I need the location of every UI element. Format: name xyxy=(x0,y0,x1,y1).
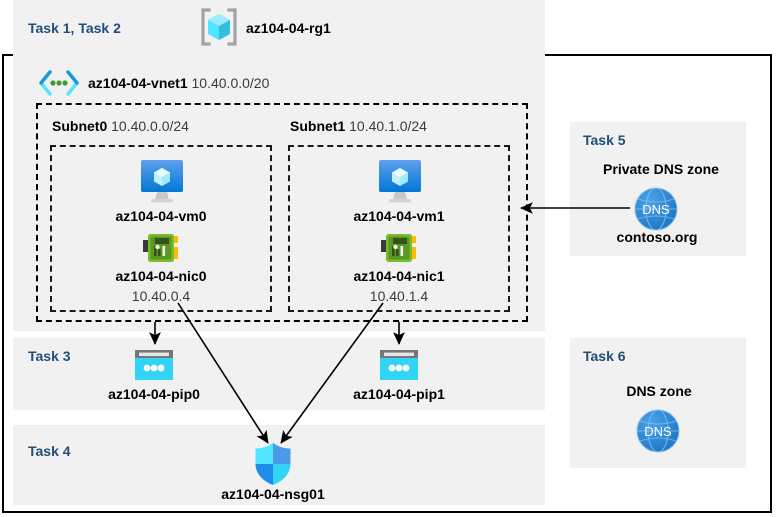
task-label-5: Task 5 xyxy=(583,132,626,148)
task-label-1-2: Task 1, Task 2 xyxy=(28,20,121,36)
dns-icon-text: DNS xyxy=(642,202,670,217)
subnet0-cidr: 10.40.0.0/24 xyxy=(111,118,189,134)
task-label-3: Task 3 xyxy=(28,348,71,364)
subnet1-box xyxy=(288,145,510,312)
nic0-name: az104-04-nic0 xyxy=(115,268,207,284)
dns-globe-icon: DNS xyxy=(632,185,680,233)
resource-group-header-band xyxy=(13,0,545,54)
virtual-machine-icon xyxy=(136,158,188,204)
pip1-name: az104-04-pip1 xyxy=(353,386,445,402)
public-ip-address-icon xyxy=(378,348,420,382)
task-label-4: Task 4 xyxy=(28,443,71,459)
vnet-cidr: 10.40.0.0/20 xyxy=(191,75,270,91)
public-ip-address-icon xyxy=(133,348,175,382)
nic0-ip: 10.40.0.4 xyxy=(131,288,191,304)
pip0-name: az104-04-pip0 xyxy=(108,386,200,402)
subnet0-header: Subnet0 10.40.0.0/24 xyxy=(52,118,189,134)
vm1-name: az104-04-vm1 xyxy=(353,208,445,224)
subnet0-box xyxy=(50,145,272,312)
task5-heading: Private DNS zone xyxy=(603,161,719,177)
vnet-name: az104-04-vnet1 xyxy=(88,75,188,91)
dns-globe-icon: DNS xyxy=(634,407,682,455)
task6-heading: DNS zone xyxy=(626,383,692,399)
subnet1-name: Subnet1 xyxy=(290,118,346,134)
resource-group-name: az104-04-rg1 xyxy=(246,20,331,36)
task3-panel xyxy=(13,338,545,410)
task5-zone-name: contoso.org xyxy=(616,229,698,245)
task-label-6: Task 6 xyxy=(583,348,626,364)
network-interface-icon xyxy=(143,232,181,264)
resource-group-body-panel xyxy=(13,54,545,331)
vm0-name: az104-04-vm0 xyxy=(115,208,207,224)
dns-icon-text: DNS xyxy=(644,424,672,439)
vnet-header: az104-04-vnet1 10.40.0.0/20 xyxy=(88,75,269,91)
subnet0-name: Subnet0 xyxy=(52,118,108,134)
resource-group-icon xyxy=(199,8,239,46)
nsg-name: az104-04-nsg01 xyxy=(221,486,325,502)
nic1-name: az104-04-nic1 xyxy=(353,268,445,284)
subnet1-header: Subnet1 10.40.1.0/24 xyxy=(290,118,427,134)
network-security-group-shield-icon xyxy=(253,442,293,486)
network-interface-icon xyxy=(381,232,419,264)
virtual-network-icon xyxy=(38,70,80,96)
nic1-ip: 10.40.1.4 xyxy=(369,288,429,304)
virtual-machine-icon xyxy=(374,158,426,204)
subnet1-cidr: 10.40.1.0/24 xyxy=(349,118,427,134)
